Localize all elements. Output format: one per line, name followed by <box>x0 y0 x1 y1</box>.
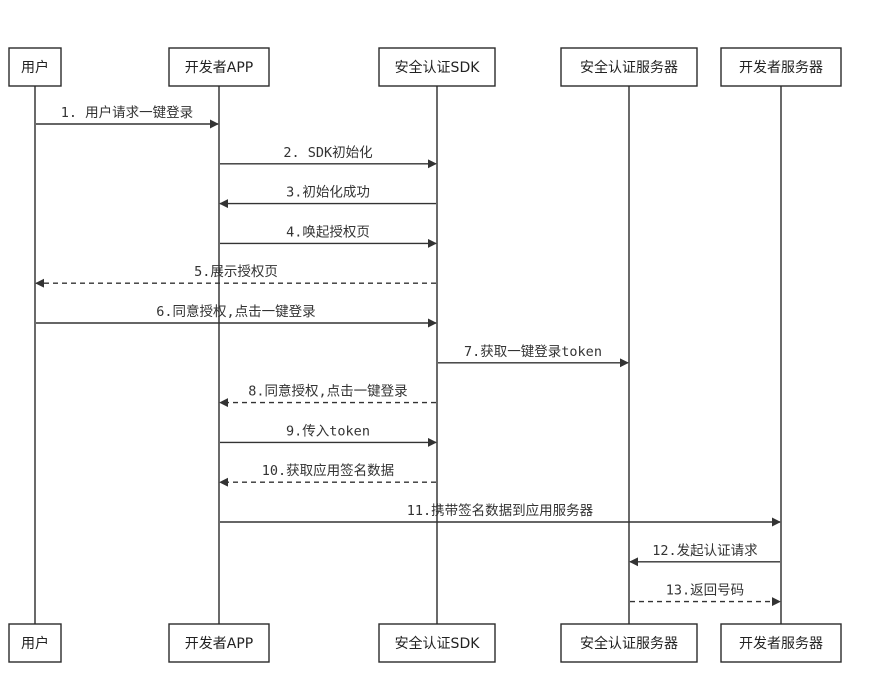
participant-box <box>560 47 698 87</box>
message-label: 8.同意授权,点击一键登录 <box>248 383 407 400</box>
message-10: 10.获取应用签名数据 <box>219 462 436 487</box>
message-2: 2. SDK初始化 <box>220 144 437 169</box>
participant-box <box>168 47 270 87</box>
participant-box <box>560 623 698 663</box>
message-label: 4.唤起授权页 <box>286 223 370 240</box>
message-3: 3.初始化成功 <box>219 184 436 209</box>
message-label: 10.获取应用签名数据 <box>262 462 394 479</box>
participant-box <box>8 623 62 663</box>
message-13: 13.返回号码 <box>630 583 781 607</box>
message-7: 7.获取一键登录token <box>438 344 629 368</box>
participant-auth-bottom: 安全认证服务器 <box>560 623 698 663</box>
participant-label: 安全认证服务器 <box>580 635 678 652</box>
participant-box <box>168 623 270 663</box>
participant-label: 用户 <box>21 59 49 76</box>
message-9: 9.传入token <box>220 423 437 447</box>
participant-box <box>378 623 496 663</box>
message-12: 12.发起认证请求 <box>629 543 780 567</box>
message-label: 6.同意授权,点击一键登录 <box>156 303 315 320</box>
participant-app-bottom: 开发者APP <box>168 623 270 663</box>
participant-sdk-bottom: 安全认证SDK <box>378 623 496 663</box>
participant-user-bottom: 用户 <box>8 623 62 663</box>
participant-box <box>8 47 62 87</box>
message-label: 5.展示授权页 <box>194 263 278 280</box>
message-6: 6.同意授权,点击一键登录 <box>36 303 437 328</box>
message-4: 4.唤起授权页 <box>220 223 437 248</box>
participant-label: 开发者服务器 <box>739 60 823 76</box>
messages: 1. 用户请求一键登录 2. SDK初始化 3.初始化成功 4.唤起授权页 5.展示授权… <box>35 104 781 607</box>
participant-box <box>720 623 842 663</box>
message-label: 9.传入token <box>286 423 370 439</box>
lifelines <box>34 86 782 624</box>
message-label: 12.发起认证请求 <box>652 543 758 559</box>
participant-label: 开发者APP <box>185 60 253 76</box>
participant-auth-top: 安全认证服务器 <box>560 47 698 87</box>
participant-label: 安全认证SDK <box>395 635 481 652</box>
participant-dev-bottom: 开发者服务器 <box>720 623 842 663</box>
participant-user-top: 用户 <box>8 47 62 87</box>
message-1: 1. 用户请求一键登录 <box>36 104 219 129</box>
message-label: 13.返回号码 <box>666 583 744 599</box>
participant-app-top: 开发者APP <box>168 47 270 87</box>
participant-sdk-top: 安全认证SDK <box>378 47 496 87</box>
message-label: 3.初始化成功 <box>286 184 370 201</box>
message-11: 11.携带签名数据到应用服务器 <box>220 502 781 527</box>
participant-box <box>378 47 496 87</box>
message-label: 7.获取一键登录token <box>464 344 602 360</box>
participant-label: 开发者服务器 <box>739 636 823 652</box>
participant-box <box>720 47 842 87</box>
participant-dev-top: 开发者服务器 <box>720 47 842 87</box>
message-label: 1. 用户请求一键登录 <box>61 104 193 121</box>
participant-label: 安全认证SDK <box>395 59 481 76</box>
participant-label: 开发者APP <box>185 636 253 652</box>
message-label: 2. SDK初始化 <box>283 144 372 161</box>
message-label: 11.携带签名数据到应用服务器 <box>407 502 594 519</box>
message-5: 5.展示授权页 <box>35 263 436 288</box>
participant-label: 用户 <box>21 635 49 652</box>
message-8: 8.同意授权,点击一键登录 <box>219 383 436 408</box>
participant-label: 安全认证服务器 <box>580 59 678 76</box>
